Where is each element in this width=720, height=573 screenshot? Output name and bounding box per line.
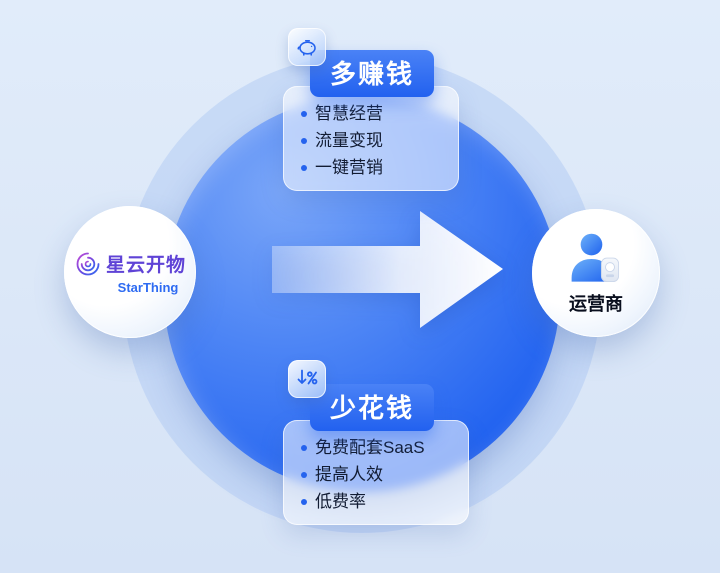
list-item: 流量变现 — [301, 127, 445, 154]
list-item-label: 一键营销 — [315, 158, 383, 177]
logo-cn-text: 星云开物 — [105, 255, 186, 276]
list-item: 智慧经营 — [301, 100, 445, 127]
list-item: 低费率 — [301, 488, 455, 515]
starthing-swirl-icon — [76, 252, 100, 275]
list-item: 免费配套SaaS — [301, 434, 455, 461]
starthing-logo: 星云开物 — [74, 250, 186, 278]
logo-en-text: StarThing — [117, 279, 179, 295]
spend-less-list: 免费配套SaaS 提高人效 低费率 — [301, 434, 455, 515]
operator-label: 运营商 — [569, 293, 623, 314]
earn-more-card: 智慧经营 流量变现 一键营销 — [283, 86, 459, 191]
earn-more-badge: 多赚钱 — [310, 50, 435, 97]
operator-person-icon — [571, 233, 620, 282]
piggy-bank-icon — [288, 28, 326, 66]
bullet-dot-icon — [301, 164, 307, 171]
starthing-node: 星云开物 StarThing — [64, 206, 196, 338]
bullet-dot-icon — [301, 471, 307, 478]
list-item-label: 智慧经营 — [315, 104, 383, 123]
list-item-label: 提高人效 — [315, 465, 383, 484]
piggy-bank-glyph — [297, 40, 316, 56]
spend-less-card: 免费配套SaaS 提高人效 低费率 — [283, 420, 469, 525]
bullet-dot-icon — [301, 498, 307, 505]
list-item-label: 低费率 — [315, 492, 366, 511]
discount-down-icon — [288, 360, 326, 398]
list-item-label: 免费配套SaaS — [315, 438, 425, 457]
earn-more-list: 智慧经营 流量变现 一键营销 — [301, 100, 445, 181]
list-item-label: 流量变现 — [315, 131, 383, 150]
discount-down-glyph — [297, 369, 318, 385]
bullet-dot-icon — [301, 444, 307, 451]
list-item: 提高人效 — [301, 461, 455, 488]
bullet-dot-icon — [301, 110, 307, 117]
list-item: 一键营销 — [301, 154, 445, 181]
flow-arrow-icon — [272, 211, 503, 328]
bullet-dot-icon — [301, 137, 307, 144]
operator-node: 运营商 — [532, 209, 660, 337]
spend-less-badge: 少花钱 — [310, 384, 435, 431]
